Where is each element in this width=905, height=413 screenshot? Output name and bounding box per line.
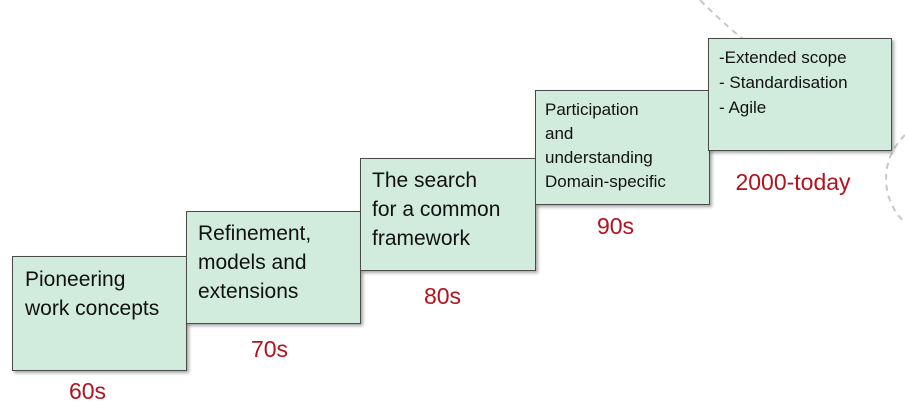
- stage-box-80s: The search for a common framework: [360, 158, 536, 271]
- stage-box-2000-today: -Extended scope - Standardisation - Agil…: [708, 38, 892, 151]
- stage-box-60s: Pioneering work concepts: [12, 256, 187, 371]
- stage-label-70s: 70s: [250, 336, 289, 362]
- stage-label-60s: 60s: [68, 378, 107, 404]
- stage-label-90s: 90s: [596, 213, 635, 239]
- dashed-arc-right: [885, 134, 905, 223]
- stage-box-70s: Refinement, models and extensions: [186, 211, 361, 324]
- dashed-arc-top: [699, 0, 753, 47]
- stage-box-90s: Participation and understanding Domain-s…: [535, 90, 710, 205]
- stage-label-2000-today: 2000-today: [735, 169, 851, 195]
- stage-label-80s: 80s: [423, 283, 462, 309]
